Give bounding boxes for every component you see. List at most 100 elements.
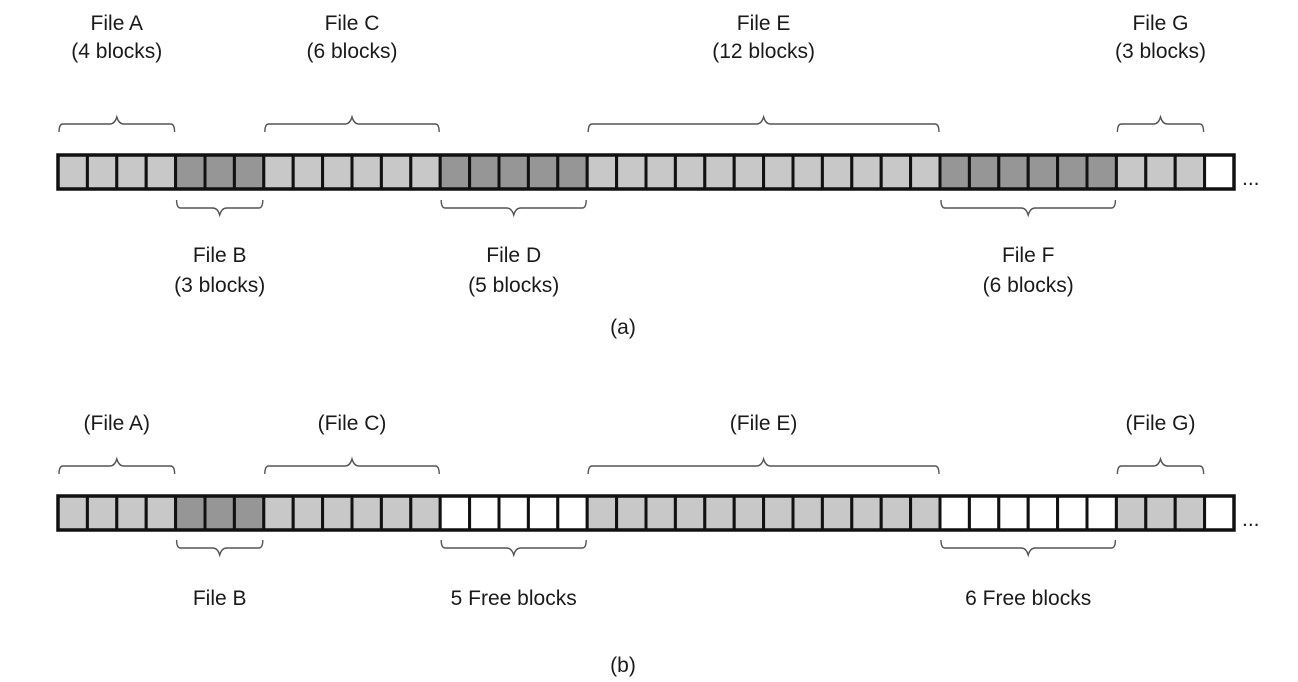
segment-file-f: File F (6 blocks) <box>940 199 1117 297</box>
block-light <box>85 153 119 191</box>
brace-top <box>587 114 940 133</box>
block-light <box>762 494 795 532</box>
block-dark <box>1085 153 1118 191</box>
panel-caption: (a) <box>610 316 636 339</box>
block-light <box>115 494 148 532</box>
segment-file-b: File B (3 blocks) <box>174 199 265 297</box>
block-dark <box>997 153 1030 191</box>
brace-bottom <box>440 199 587 218</box>
segment-file-e: (File E) <box>587 412 940 475</box>
brace-top <box>264 114 440 133</box>
block-light <box>409 153 442 191</box>
segment-sublabel: (6 blocks) <box>983 274 1074 297</box>
block-dark <box>556 153 589 191</box>
free-block <box>468 494 501 532</box>
free-block <box>556 494 589 532</box>
free-block <box>997 494 1030 532</box>
block-light <box>850 494 883 532</box>
block-light <box>379 494 413 532</box>
block-light <box>262 153 295 191</box>
segment-file-a: (File A) <box>58 412 176 475</box>
block-light <box>585 153 619 191</box>
block-strip <box>56 153 1236 191</box>
block-light <box>732 494 766 532</box>
block-light <box>673 153 707 191</box>
free-block <box>1026 494 1060 532</box>
block-light <box>644 153 677 191</box>
block-light <box>879 153 913 191</box>
block-light <box>379 153 413 191</box>
block-light <box>321 494 354 532</box>
segment-file-g: File G(3 blocks) <box>1115 12 1206 133</box>
block-light <box>1114 494 1148 532</box>
segment-label: File B <box>193 587 247 610</box>
block-dark <box>1056 153 1089 191</box>
brace-bottom <box>940 199 1117 218</box>
block-light <box>850 153 883 191</box>
brace-top <box>58 114 176 133</box>
block-light <box>56 494 89 532</box>
free-block <box>1203 153 1236 191</box>
block-dark <box>174 494 207 532</box>
block-light <box>409 494 442 532</box>
ellipsis: ... <box>1242 167 1260 190</box>
segment-label: File B <box>193 244 247 267</box>
block-light <box>1144 494 1177 532</box>
block-light <box>820 494 854 532</box>
segment-label: File C <box>325 12 380 35</box>
block-light <box>291 494 325 532</box>
block-light <box>762 153 795 191</box>
block-light <box>291 153 325 191</box>
brace-bottom <box>440 539 587 558</box>
block-light <box>1173 153 1207 191</box>
segment-file-d: File D(5 blocks) <box>440 199 587 297</box>
segment-label: File F <box>1002 244 1055 267</box>
free-block <box>497 494 530 532</box>
block-light <box>615 153 648 191</box>
panel-b: ...(File A)File B(File C)5 Free blocks(F… <box>56 412 1260 677</box>
block-strip <box>56 494 1236 532</box>
block-dark <box>938 153 971 191</box>
segment-sublabel: (4 blocks) <box>71 40 162 63</box>
block-light <box>820 153 854 191</box>
segment-sublabel: (5 blocks) <box>468 274 559 297</box>
block-light <box>350 153 383 191</box>
block-dark <box>438 153 472 191</box>
block-light <box>115 153 148 191</box>
block-dark <box>526 153 560 191</box>
brace-bottom <box>940 539 1117 558</box>
segment-label: 5 Free blocks <box>451 587 577 610</box>
segment-file-e: File E(12 blocks) <box>587 12 940 133</box>
block-dark <box>468 153 501 191</box>
block-dark <box>967 153 1001 191</box>
block-light <box>144 153 178 191</box>
segment-file-g: (File G) <box>1116 412 1205 475</box>
free-block <box>1203 494 1236 532</box>
segment-label: (File A) <box>84 412 151 435</box>
block-dark <box>174 153 207 191</box>
block-light <box>144 494 178 532</box>
block-light <box>673 494 707 532</box>
brace-top <box>264 456 440 475</box>
block-light <box>644 494 677 532</box>
strip-border <box>56 153 1236 191</box>
free-block <box>1085 494 1118 532</box>
segment-label: (File E) <box>730 412 798 435</box>
segment-sublabel: (12 blocks) <box>712 40 815 63</box>
segment-file-a: File A(4 blocks) <box>58 12 176 133</box>
ellipsis: ... <box>1242 508 1260 531</box>
block-light <box>791 153 824 191</box>
segment-label: 6 Free blocks <box>965 587 1091 610</box>
block-light <box>791 494 824 532</box>
block-dark <box>1026 153 1060 191</box>
segment-sublabel: (3 blocks) <box>1115 40 1206 63</box>
segment-file-c: File C(6 blocks) <box>264 12 440 133</box>
free-block <box>967 494 1001 532</box>
block-light <box>585 494 619 532</box>
free-block <box>526 494 560 532</box>
block-light <box>1173 494 1207 532</box>
brace-top <box>58 456 176 475</box>
block-light <box>703 494 736 532</box>
segment-sublabel: (3 blocks) <box>174 274 265 297</box>
